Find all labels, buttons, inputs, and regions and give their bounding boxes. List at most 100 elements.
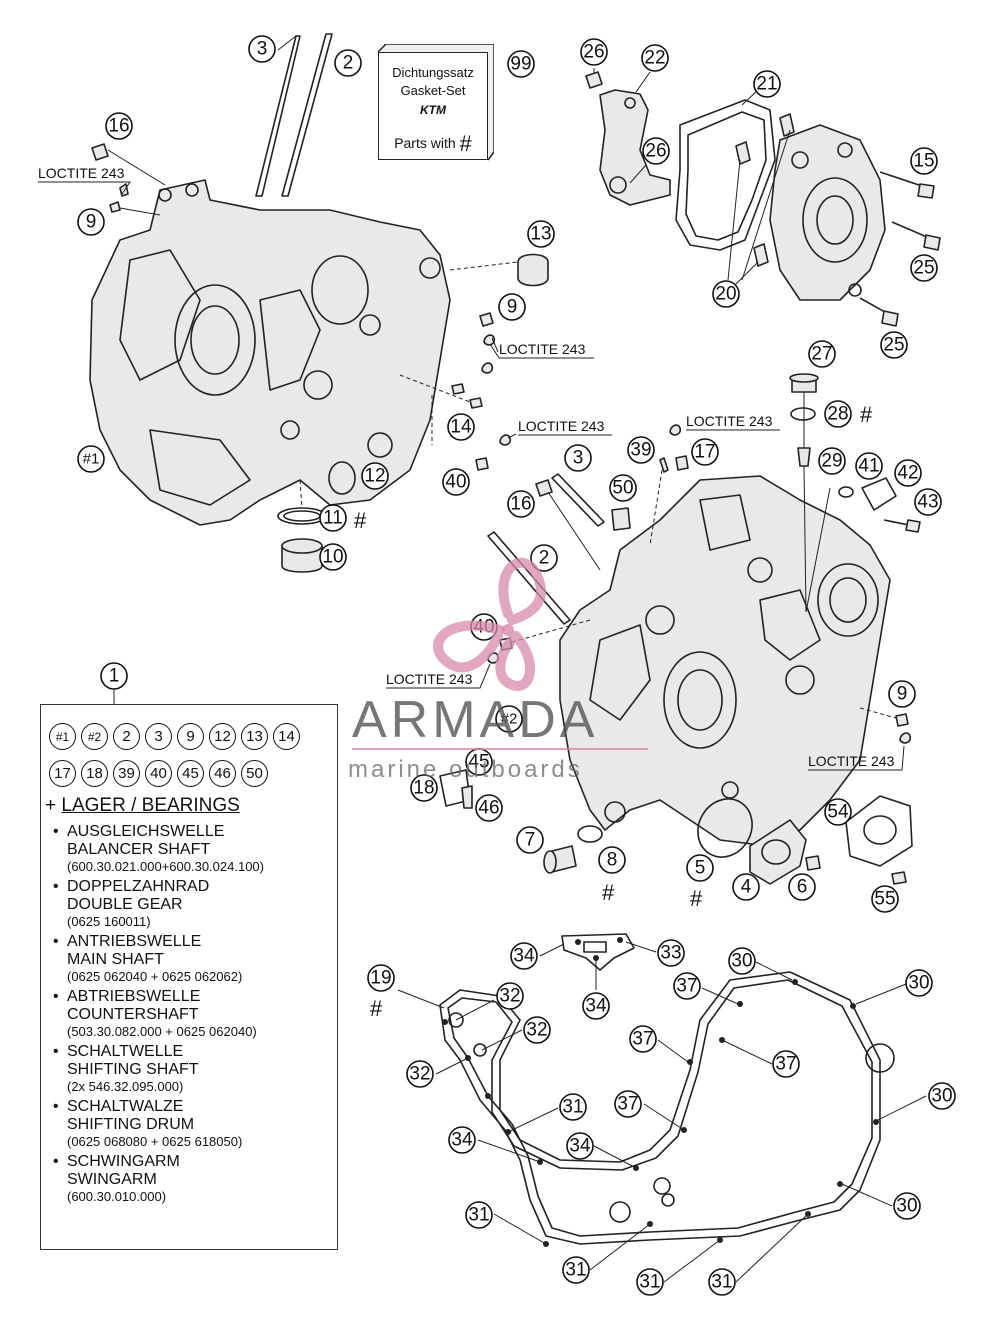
loctite-label-6: LOCTITE 243	[808, 753, 895, 769]
loctite-label-1: LOCTITE 243	[38, 165, 125, 181]
svg-text:30: 30	[731, 951, 752, 972]
callout-34: 34	[448, 1126, 476, 1154]
svg-text:21: 21	[756, 74, 777, 95]
callout-50: 50	[609, 474, 637, 502]
loctite-labels: LOCTITE 243 LOCTITE 243 LOCTITE 243 LOCT…	[38, 165, 905, 771]
svg-text:50: 50	[612, 478, 633, 499]
gasket-kit-parts-with: Parts with #	[394, 131, 472, 156]
bearing-item-en: COUNTERSHAFT	[67, 1006, 199, 1023]
callout-1: 1	[100, 662, 128, 690]
callout-2: 2	[530, 544, 558, 572]
gasket-kit-title-en: Gasket-Set	[400, 83, 466, 98]
svg-text:32: 32	[409, 1064, 430, 1085]
callout-31: 31	[708, 1268, 736, 1296]
callout-37: 37	[673, 972, 701, 1000]
svg-text:13: 13	[530, 224, 551, 245]
svg-text:34: 34	[585, 996, 607, 1017]
callout-9: 9	[888, 680, 916, 708]
callout-27: 27	[808, 340, 836, 368]
bearing-item-no: (2x 546.32.095.000)	[67, 1079, 184, 1094]
crankcase-half-left	[89, 179, 451, 526]
callout-25: 25	[880, 331, 908, 359]
callout-32: 32	[496, 982, 524, 1010]
svg-text:37: 37	[617, 1094, 638, 1115]
svg-text:41: 41	[858, 456, 879, 477]
legend-ref-17: 17	[49, 760, 76, 787]
legend-ref-12: 12	[209, 723, 236, 750]
ignition-cover-group	[585, 68, 941, 327]
callout-31: 31	[465, 1201, 493, 1229]
legend-ref-50: 50	[241, 760, 268, 787]
gasket-kit-title-de: Dichtungssatz	[392, 65, 474, 80]
svg-text:14: 14	[450, 417, 472, 438]
callout-#1: #1	[77, 445, 105, 473]
svg-text:42: 42	[897, 463, 918, 484]
svg-text:6: 6	[797, 877, 808, 898]
legend-ref-18: 18	[81, 760, 108, 787]
svg-text:99: 99	[510, 54, 531, 75]
callout-12: 12	[361, 462, 389, 490]
svg-text:40: 40	[473, 617, 494, 638]
svg-text:39: 39	[630, 440, 651, 461]
bearing-item-no: (0625 062040 + 0625 062062)	[67, 969, 243, 984]
callout-9: 9	[498, 293, 526, 321]
callout-33: 33	[657, 939, 685, 967]
callout-31: 31	[559, 1093, 587, 1121]
stud-bolts-upper	[255, 33, 333, 197]
callout-11: 11	[319, 504, 347, 532]
callout-8: 8	[598, 846, 626, 874]
loctite-label-2: LOCTITE 243	[499, 341, 586, 357]
svg-text:37: 37	[775, 1054, 796, 1075]
bearing-item-no: (600.30.021.000+600.30.024.100)	[67, 859, 264, 874]
watermark-subtitle: marine outboards	[348, 756, 583, 783]
svg-text:32: 32	[499, 986, 520, 1007]
svg-text:#1: #1	[83, 451, 100, 468]
callout-34: 34	[510, 942, 538, 970]
svg-text:1: 1	[109, 666, 120, 687]
svg-text:2: 2	[539, 548, 550, 569]
callout-10: 10	[319, 543, 347, 571]
svg-text:3: 3	[573, 448, 584, 469]
svg-text:19: 19	[370, 968, 391, 989]
legend-ref-h1: #1	[49, 723, 76, 750]
callout-14: 14	[447, 413, 475, 441]
callout-4: 4	[732, 873, 760, 901]
svg-text:30: 30	[931, 1086, 952, 1107]
callout-99: 99	[507, 50, 535, 78]
svg-text:16: 16	[510, 494, 531, 515]
legend-ref-40: 40	[145, 760, 172, 787]
svg-text:31: 31	[562, 1097, 583, 1118]
svg-text:30: 30	[908, 973, 929, 994]
hash-19: #	[370, 996, 383, 1021]
callout-29: 29	[818, 447, 846, 475]
callout-6: 6	[788, 873, 816, 901]
bearing-item-de: SCHALTWALZE	[53, 1098, 333, 1116]
svg-text:28: 28	[827, 404, 848, 425]
bearing-item-no: (503.30.082.000 + 0625 062040)	[67, 1024, 257, 1039]
svg-text:26: 26	[583, 42, 604, 63]
callout-32: 32	[406, 1060, 434, 1088]
callout-16: 16	[507, 490, 535, 518]
svg-text:55: 55	[874, 889, 895, 910]
svg-text:18: 18	[413, 778, 434, 799]
callout-25: 25	[910, 254, 938, 282]
svg-text:12: 12	[364, 466, 385, 487]
bearings-title: + LAGER / BEARINGS	[45, 795, 240, 816]
svg-text:5: 5	[695, 858, 706, 879]
bearing-item-en: MAIN SHAFT	[67, 951, 164, 968]
svg-text:26: 26	[645, 141, 666, 162]
callout-30: 30	[728, 947, 756, 975]
hash-5: #	[690, 886, 703, 911]
svg-text:#2: #2	[501, 711, 518, 728]
svg-text:9: 9	[86, 212, 97, 233]
callout-26: 26	[642, 137, 670, 165]
legend-ref-46: 46	[209, 760, 236, 787]
callout-3: 3	[248, 35, 276, 63]
svg-text:11: 11	[323, 508, 343, 529]
bearing-item-en: SHIFTING SHAFT	[67, 1061, 199, 1078]
